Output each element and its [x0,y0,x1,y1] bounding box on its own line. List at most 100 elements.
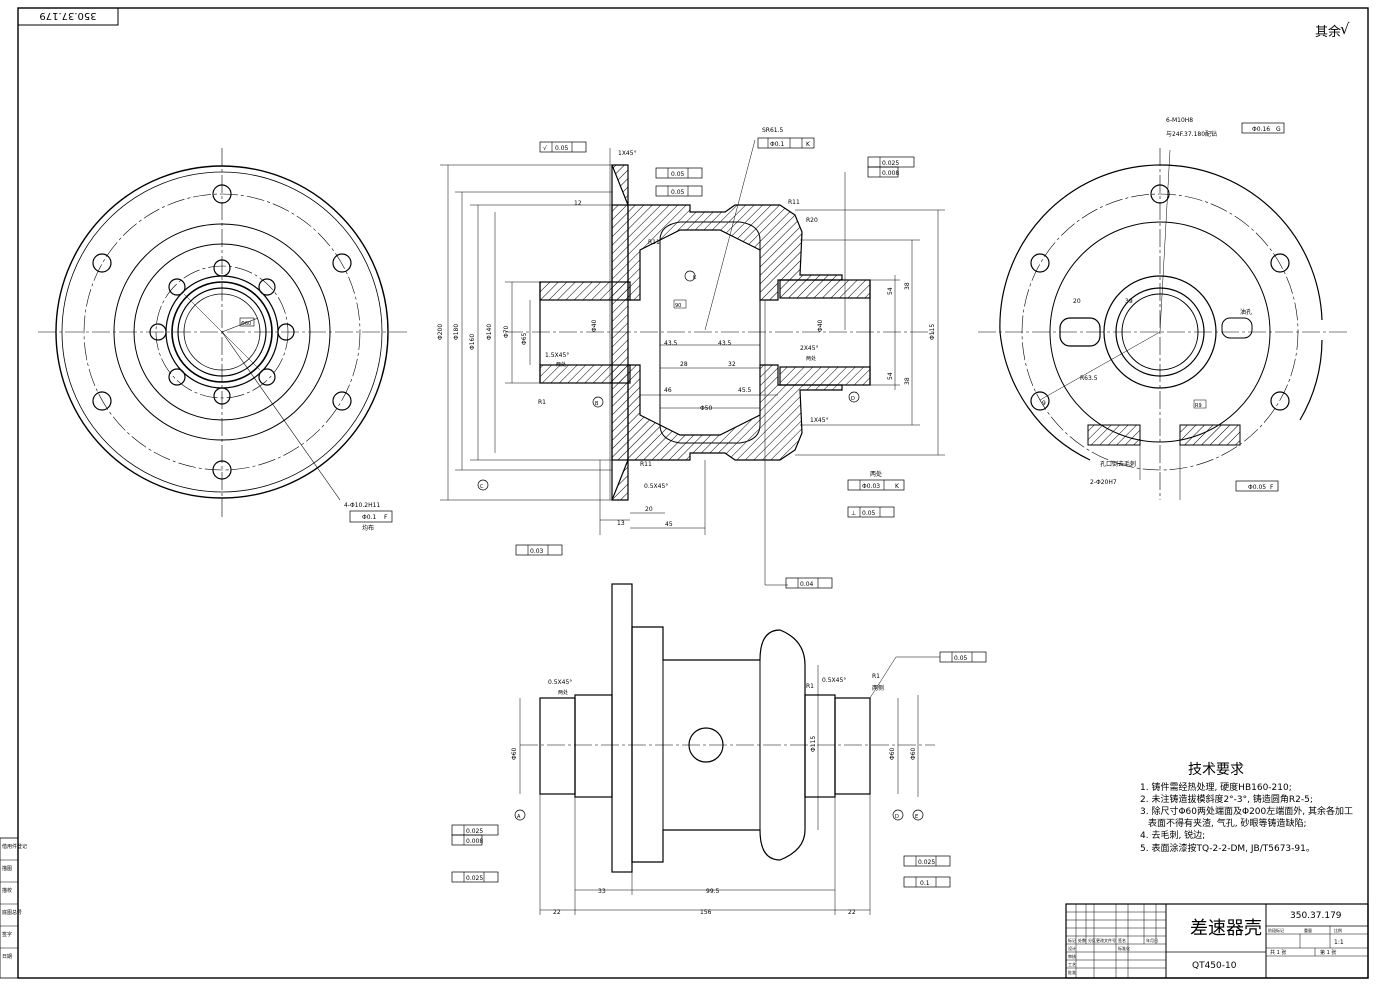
svg-text:R1: R1 [538,399,546,406]
svg-text:底图总号: 底图总号 [2,909,22,916]
svg-text:R1: R1 [806,683,814,690]
side-view-labels: 6-M10H8 与24F.37.180配钻 Φ0.16 G 20 39 油孔 R… [1042,117,1285,492]
svg-text:描校: 描校 [2,887,12,894]
svg-text:22: 22 [553,909,561,916]
svg-text:Φ60: Φ60 [241,321,251,327]
stamp-drawing-no: 350.37.179 [17,7,119,26]
side-view [978,148,1350,500]
front-view-notes: 4-Φ10.2H11 Φ0.1 F 均布 Φ60 [239,317,393,532]
fcf-2: 0.05 [655,167,703,179]
svg-text:0.5X45°: 0.5X45° [548,679,572,686]
svg-text:0.025: 0.025 [882,160,899,167]
svg-text:E: E [915,814,918,820]
section-view-labels: Φ200 Φ180 Φ160 Φ140 Φ70 Φ65 Φ115 54 54 3… [437,127,936,528]
svg-text:28: 28 [680,361,688,368]
svg-text:1X45°: 1X45° [618,150,637,157]
svg-text:SR61.5: SR61.5 [762,127,784,134]
svg-text:审核: 审核 [1068,953,1076,959]
fcf-ext-1: 0.05 [939,651,987,663]
svg-text:F: F [384,514,388,521]
svg-text:两处: 两处 [556,361,566,368]
svg-text:G: G [1276,126,1281,133]
fcf-ext-5: 0.1 [903,876,951,888]
fcf-3: 0.05 [655,185,703,197]
fcf-runout4: 0.03 [515,544,563,556]
svg-text:Φ60: Φ60 [889,747,896,760]
svg-text:批准: 批准 [1068,969,1076,975]
svg-text:Φ0.1: Φ0.1 [770,141,784,148]
svg-text:6-M10H8: 6-M10H8 [1166,117,1193,124]
svg-text:K: K [806,141,811,148]
svg-text:54: 54 [887,372,894,380]
svg-text:22: 22 [848,909,856,916]
sheet-border [17,7,1369,979]
svg-text:39: 39 [1125,298,1133,305]
svg-text:第 1 张: 第 1 张 [1320,949,1336,956]
fcf-conc: Φ0.03 K [847,479,905,491]
svg-text:F: F [1270,484,1274,491]
svg-text:0.025: 0.025 [466,875,483,882]
svg-text:0.1: 0.1 [920,880,930,887]
svg-text:90: 90 [675,303,681,309]
svg-text:45.5: 45.5 [738,387,752,394]
svg-text:0.025: 0.025 [466,828,483,835]
tech-item: 1. 铸件需经热处理, 硬度HB160-210; [1140,781,1292,793]
svg-text:均布: 均布 [362,524,374,532]
svg-text:156: 156 [700,909,712,916]
svg-text:K: K [895,483,900,490]
svg-text:0.5X45°: 0.5X45° [644,483,668,490]
svg-text:描图: 描图 [2,865,12,872]
front-view [38,148,408,518]
svg-text:D: D [851,396,855,402]
svg-text:38: 38 [904,282,911,290]
svg-text:R11: R11 [640,461,652,468]
roughness-note: 其余 [1315,24,1341,40]
tech-item: 2. 未注铸造拔模斜度2°-3°, 铸造圆角R2-5; [1140,793,1313,805]
svg-text:0.025: 0.025 [918,859,935,866]
svg-text:Φ115: Φ115 [810,736,817,752]
svg-text:99.5: 99.5 [706,888,720,895]
tech-item: 3. 除尺寸Φ60两处端面及Φ200左端面外, 其余各加工 [1140,805,1353,817]
svg-text:A: A [517,814,521,820]
svg-text:两处: 两处 [558,689,568,696]
svg-text:年月日: 年月日 [1146,937,1158,943]
svg-text:B: B [595,401,599,407]
svg-text:R11: R11 [788,199,800,206]
svg-text:0.05: 0.05 [671,171,685,178]
svg-text:Φ115: Φ115 [929,324,936,340]
svg-text:0.05: 0.05 [954,655,968,662]
svg-text:比例: 比例 [1334,927,1342,933]
drawing-no: 350.37.179 [1290,911,1342,921]
svg-text:共 1 张: 共 1 张 [1270,949,1286,956]
material: QT450-10 [1192,961,1237,971]
svg-text:D: D [895,814,899,820]
svg-text:R9: R9 [1195,403,1202,409]
svg-text:签字: 签字 [2,931,12,938]
svg-text:32: 32 [728,361,736,368]
svg-text:两处: 两处 [870,470,882,478]
svg-text:工艺: 工艺 [1068,962,1076,967]
svg-text:0.008: 0.008 [466,838,483,845]
svg-text:√: √ [543,145,547,152]
section-tolerance-frames: √ 0.05 0.05 0.05 Φ0.1 K 0.025 [515,137,915,589]
svg-text:4-Φ10.2H11: 4-Φ10.2H11 [344,502,380,509]
svg-text:1X45°: 1X45° [810,417,829,424]
svg-text:0.05: 0.05 [862,510,876,517]
svg-text:9: 9 [1042,400,1046,407]
svg-text:Φ0.1: Φ0.1 [362,514,376,521]
svg-text:签名: 签名 [1118,937,1126,943]
svg-text:Φ140: Φ140 [486,324,493,340]
fcf-1: √ 0.05 [539,141,587,153]
svg-text:Φ65: Φ65 [521,332,528,345]
svg-text:借用件登记: 借用件登记 [2,843,27,850]
svg-text:0.03: 0.03 [530,548,544,555]
svg-text:标记: 标记 [1068,937,1076,943]
svg-text:2-Φ20H7: 2-Φ20H7 [1090,479,1117,486]
svg-text:Φ0.03: Φ0.03 [862,483,880,490]
svg-text:两处: 两处 [806,355,816,362]
svg-text:R20: R20 [806,217,818,224]
svg-text:Φ70: Φ70 [503,325,510,338]
svg-text:孔口倒去毛刺: 孔口倒去毛刺 [1100,460,1136,468]
svg-text:45: 45 [665,521,673,528]
